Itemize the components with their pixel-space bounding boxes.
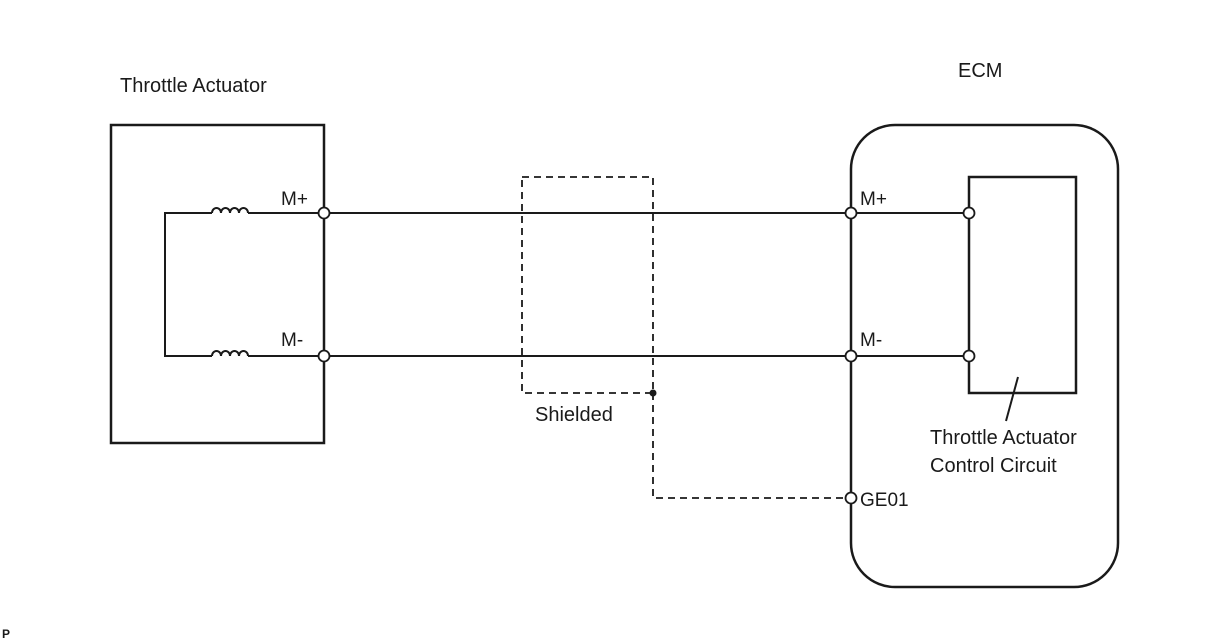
control-circuit-label-line2: Control Circuit [930,455,1057,477]
shield-label: Shielded [535,404,613,426]
control-circuit-label-line1: Throttle Actuator [930,427,1077,449]
terminal-ecm-ge01 [844,491,858,505]
ecm-pin-plus-label: M+ [860,189,887,210]
motor-winding [164,207,324,357]
terminal-circuit-minus [962,349,976,363]
shield-ground-wire [652,393,851,499]
ecm-pin-ground-label: GE01 [860,490,909,511]
shield-outline [521,176,654,394]
actuator-pin-plus-label: M+ [281,189,308,210]
actuator-box [109,123,326,445]
ecm-pin-minus-label: M- [860,330,882,351]
control-circuit-box [967,175,1078,395]
terminal-actuator-m-plus [317,206,331,220]
terminal-actuator-m-minus [317,349,331,363]
actuator-pin-minus-label: M- [281,330,303,351]
actuator-title: Throttle Actuator [120,75,267,97]
terminal-ecm-m-plus [844,206,858,220]
ecm-title: ECM [958,60,1002,82]
corner-mark: P [2,627,10,641]
control-circuit-leader-line [1005,376,1019,422]
shield-junction-dot [649,389,657,397]
coil-upper-icon [211,207,249,214]
terminal-circuit-plus [962,206,976,220]
terminal-ecm-m-minus [844,349,858,363]
coil-lower-icon [211,350,249,357]
